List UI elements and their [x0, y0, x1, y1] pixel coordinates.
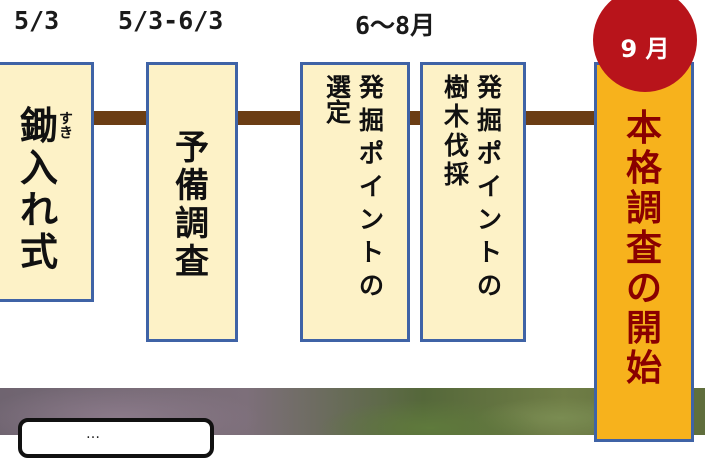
- char: れ: [19, 188, 58, 232]
- char: 備: [175, 166, 209, 206]
- step-box-preliminary-survey: 予 備 調 査: [146, 62, 238, 342]
- char: 定: [325, 98, 351, 127]
- step-text-main-survey-start: 本 格 調 査 の 開 始: [626, 65, 662, 439]
- char: 始: [625, 348, 662, 389]
- char: 査: [625, 228, 662, 269]
- char: イ: [359, 172, 385, 201]
- char: ポ: [477, 139, 503, 168]
- step-box-tree-felling: 発 掘 ポ イ ン ト の 樹 木 伐 採: [420, 62, 526, 342]
- char: 鋤: [19, 104, 58, 148]
- char: の: [625, 268, 662, 309]
- char: ト: [359, 238, 385, 267]
- step-box-select-points: 発 掘 ポ イ ン ト の 選 定: [300, 62, 410, 342]
- char: 掘: [359, 106, 385, 135]
- char: 本: [625, 108, 662, 149]
- char: 査: [175, 242, 209, 282]
- char: 発: [477, 73, 503, 102]
- step-text-ground-breaking: 鋤 入 れ 式: [20, 107, 58, 271]
- month-badge: 9 月: [593, 0, 697, 92]
- char: ン: [359, 205, 385, 234]
- step-box-ground-breaking: すき 鋤 入 れ 式: [0, 62, 94, 302]
- char: の: [359, 271, 385, 300]
- char: 掘: [477, 106, 503, 135]
- step-box-main-survey-start: 本 格 調 査 の 開 始: [594, 62, 694, 442]
- char: 樹: [443, 73, 469, 102]
- date-label-3: 6〜8月: [355, 11, 436, 40]
- date-label-1: 5/3: [14, 6, 60, 35]
- photo-label-card: …: [18, 418, 214, 458]
- step-text-select-points-col1: 発 掘 ポ イ ン ト の: [359, 75, 384, 298]
- char: 調: [625, 188, 662, 229]
- char: ト: [477, 238, 503, 267]
- char: 木: [443, 102, 469, 131]
- step-text-preliminary-survey: 予 備 調 査: [175, 131, 209, 279]
- furigana-suki: すき: [57, 111, 73, 139]
- char: 予: [175, 128, 209, 168]
- char: 調: [175, 204, 209, 244]
- char: イ: [477, 172, 503, 201]
- step-text-tree-felling-col1: 発 掘 ポ イ ン ト の: [477, 75, 502, 298]
- char: ポ: [359, 139, 385, 168]
- step-text-select-points-col2: 選 定: [326, 75, 351, 125]
- step-text-tree-felling-col2: 樹 木 伐 採: [444, 75, 469, 187]
- char: 発: [359, 73, 385, 102]
- char: 入: [19, 146, 58, 190]
- char: ン: [477, 205, 503, 234]
- char: 開: [625, 308, 662, 349]
- char: 伐: [443, 131, 469, 160]
- char: 式: [19, 230, 58, 274]
- char: 採: [443, 160, 469, 189]
- photo-caption: …: [86, 426, 100, 442]
- char: 格: [625, 148, 662, 189]
- char: 選: [325, 73, 351, 102]
- char: の: [477, 271, 503, 300]
- month-badge-label: 9 月: [620, 34, 670, 63]
- date-label-2: 5/3-6/3: [118, 6, 224, 35]
